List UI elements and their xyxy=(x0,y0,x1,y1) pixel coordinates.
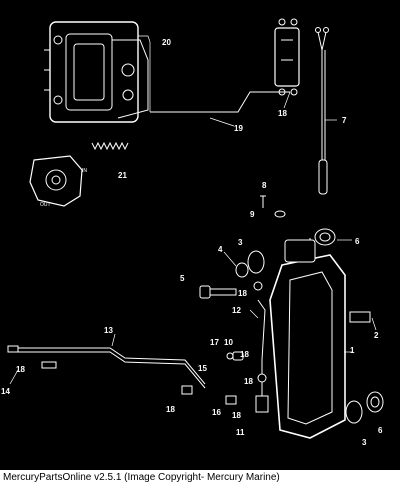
fuel-pump-plate xyxy=(29,155,83,207)
port-label-in: IN xyxy=(82,168,87,174)
callout-19[interactable]: 19 xyxy=(234,124,243,133)
fitting-18-upper xyxy=(253,281,263,291)
callout-18-fitting[interactable]: 18 xyxy=(166,405,175,414)
fitting-15 xyxy=(181,385,193,395)
fitting-18-lower xyxy=(257,373,267,383)
callout-11[interactable]: 11 xyxy=(236,428,245,437)
callout-17[interactable]: 17 xyxy=(210,338,219,347)
seal-3-bottom xyxy=(345,400,363,424)
callout-13[interactable]: 13 xyxy=(104,326,113,335)
callout-18-lower[interactable]: 18 xyxy=(244,377,253,386)
callout-3-top[interactable]: 3 xyxy=(238,238,243,247)
long-hose xyxy=(10,347,206,385)
callout-16[interactable]: 16 xyxy=(212,408,221,417)
callout-5[interactable]: 5 xyxy=(180,274,185,283)
clamp-17 xyxy=(226,352,234,360)
callout-21[interactable]: 21 xyxy=(118,171,127,180)
screw xyxy=(260,195,266,208)
callout-12[interactable]: 12 xyxy=(232,306,241,315)
exploded-parts-diagram: 1 2 3 3 4 5 6 6 7 8 9 10 11 12 13 14 15 … xyxy=(0,0,400,470)
hose xyxy=(257,299,266,400)
sensor-wire xyxy=(315,27,329,195)
bolt xyxy=(199,285,237,299)
electrical-module xyxy=(274,18,300,96)
callout-18-bottom[interactable]: 18 xyxy=(232,411,241,420)
callout-18-left-a[interactable]: 18 xyxy=(16,365,25,374)
fitting-18-left xyxy=(7,345,19,353)
washer-9 xyxy=(274,210,286,218)
callout-2[interactable]: 2 xyxy=(374,331,379,340)
leader-lines xyxy=(9,91,377,385)
callout-18-module[interactable]: 18 xyxy=(278,109,287,118)
callout-6-bottom[interactable]: 6 xyxy=(378,426,383,435)
callout-15[interactable]: 15 xyxy=(198,364,207,373)
callout-labels: 1 2 3 3 4 5 6 6 7 8 9 10 11 12 13 14 15 … xyxy=(1,38,383,447)
copyright-footer: MercuryPartsOnline v2.5.1 (Image Copyrig… xyxy=(0,470,400,485)
callout-18-body[interactable]: 18 xyxy=(238,289,247,298)
grommet-top xyxy=(314,228,336,246)
callout-14[interactable]: 14 xyxy=(1,387,10,396)
callout-20[interactable]: 20 xyxy=(162,38,171,47)
valve-10 xyxy=(232,351,244,361)
engine-assembly xyxy=(44,21,151,123)
callout-18-valve[interactable]: 18 xyxy=(240,350,249,359)
callout-9[interactable]: 9 xyxy=(250,210,255,219)
fuel-line xyxy=(150,91,290,113)
callout-3-bottom[interactable]: 3 xyxy=(362,438,367,447)
decal-2 xyxy=(349,311,371,323)
fitting-11 xyxy=(255,395,269,413)
callout-8[interactable]: 8 xyxy=(262,181,267,190)
fitting-16 xyxy=(225,395,237,405)
fuel-vapor-separator xyxy=(269,238,346,439)
callout-7[interactable]: 7 xyxy=(342,116,347,125)
callout-1[interactable]: 1 xyxy=(350,346,355,355)
spring xyxy=(91,141,129,151)
port-label-out: OUT xyxy=(40,202,51,208)
callout-6-top[interactable]: 6 xyxy=(355,237,360,246)
grommet-bottom xyxy=(366,391,384,413)
callout-4[interactable]: 4 xyxy=(218,245,223,254)
seal-3-top xyxy=(247,250,265,274)
washer-4 xyxy=(235,262,249,278)
fitting-14 xyxy=(41,361,57,369)
callout-10[interactable]: 10 xyxy=(224,338,233,347)
